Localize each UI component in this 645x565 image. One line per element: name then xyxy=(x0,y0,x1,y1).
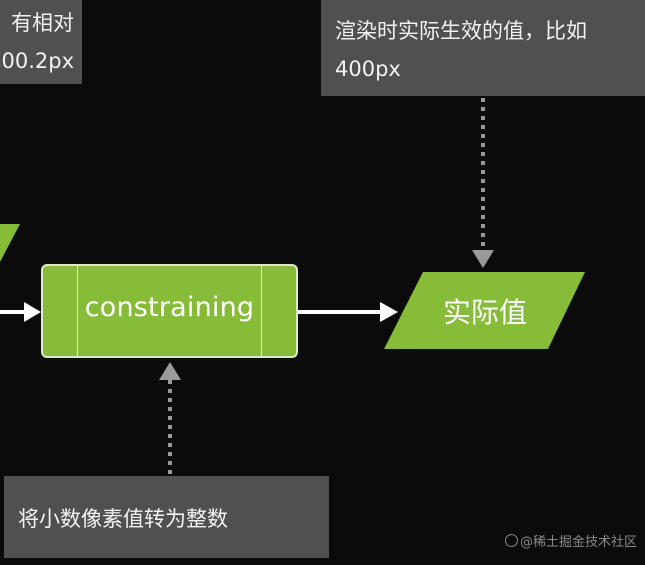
note-top-left-line1: 有相对 xyxy=(11,11,74,35)
watermark: @稀土掘金技术社区 xyxy=(505,531,637,550)
process-left-bar xyxy=(77,266,78,356)
note-bottom-text: 将小数像素值转为整数 xyxy=(18,507,228,531)
input-parallelogram-partial xyxy=(0,224,20,262)
note-top-right-line2: 400px xyxy=(335,57,401,81)
note-bottom: 将小数像素值转为整数 xyxy=(4,476,329,558)
process-label: constraining xyxy=(84,292,255,323)
process-node-constraining: constraining xyxy=(41,264,298,358)
note-top-left-line2: 00.2px xyxy=(1,49,74,73)
dotted-arrowhead-bottom xyxy=(159,362,181,380)
note-top-right-line1: 渲染时实际生效的值，比如 xyxy=(335,19,587,43)
result-label: 实际值 xyxy=(442,296,527,329)
process-right-bar xyxy=(261,266,262,356)
note-top-right: 渲染时实际生效的值，比如 400px xyxy=(321,0,645,96)
watermark-logo-icon xyxy=(505,534,518,547)
arrowhead-process-to-result xyxy=(380,302,398,322)
note-top-left: 有相对 00.2px xyxy=(0,0,82,84)
dotted-arrowhead-top-right xyxy=(472,250,494,268)
result-parallelogram xyxy=(384,272,585,349)
arrowhead-into-process xyxy=(24,302,41,322)
watermark-text: @稀土掘金技术社区 xyxy=(520,535,638,550)
